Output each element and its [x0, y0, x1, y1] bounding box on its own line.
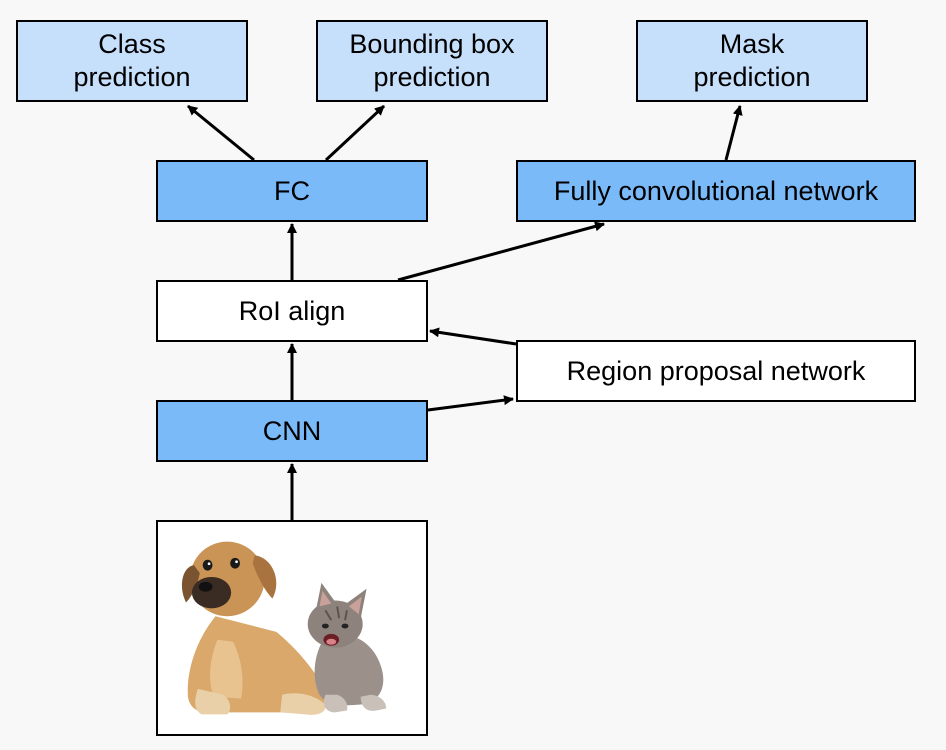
- input-image-box: [156, 520, 428, 736]
- roi-align-box: RoI align: [156, 280, 428, 342]
- puppy-and-kitten-photo-icon: [181, 541, 387, 715]
- arrow-rpn-to-roi-align: [429, 327, 517, 346]
- arrow-fc-to-bbox-prediction: [324, 104, 386, 162]
- fc-label: FC: [274, 175, 310, 206]
- cnn-label: CNN: [262, 415, 322, 446]
- region-proposal-network-label: Region proposal network: [566, 355, 866, 386]
- arrow-roi-align-to-fcn: [397, 221, 605, 282]
- cnn-box: CNN: [156, 400, 428, 462]
- arrow-fc-to-class-prediction: [187, 104, 255, 162]
- mask-prediction-box: Mask prediction: [636, 20, 868, 102]
- region-proposal-network-box: Region proposal network: [516, 340, 916, 402]
- arrow-fcn-to-mask-prediction: [724, 105, 743, 161]
- roi-align-label: RoI align: [238, 295, 346, 326]
- bounding-box-prediction-box: Bounding box prediction: [316, 20, 548, 102]
- class-prediction-box: Class prediction: [16, 20, 248, 102]
- arrow-cnn-to-rpn: [427, 395, 514, 412]
- kitten-illustration: [307, 582, 387, 713]
- fc-box: FC: [156, 160, 428, 222]
- bounding-box-prediction-label: Bounding box prediction: [349, 29, 515, 92]
- puppy-illustration: [181, 541, 328, 715]
- fully-convolutional-network-label: Fully convolutional network: [553, 175, 879, 206]
- mask-prediction-label: Mask prediction: [693, 29, 811, 92]
- fully-convolutional-network-box: Fully convolutional network: [516, 160, 916, 222]
- class-prediction-label: Class prediction: [73, 29, 191, 92]
